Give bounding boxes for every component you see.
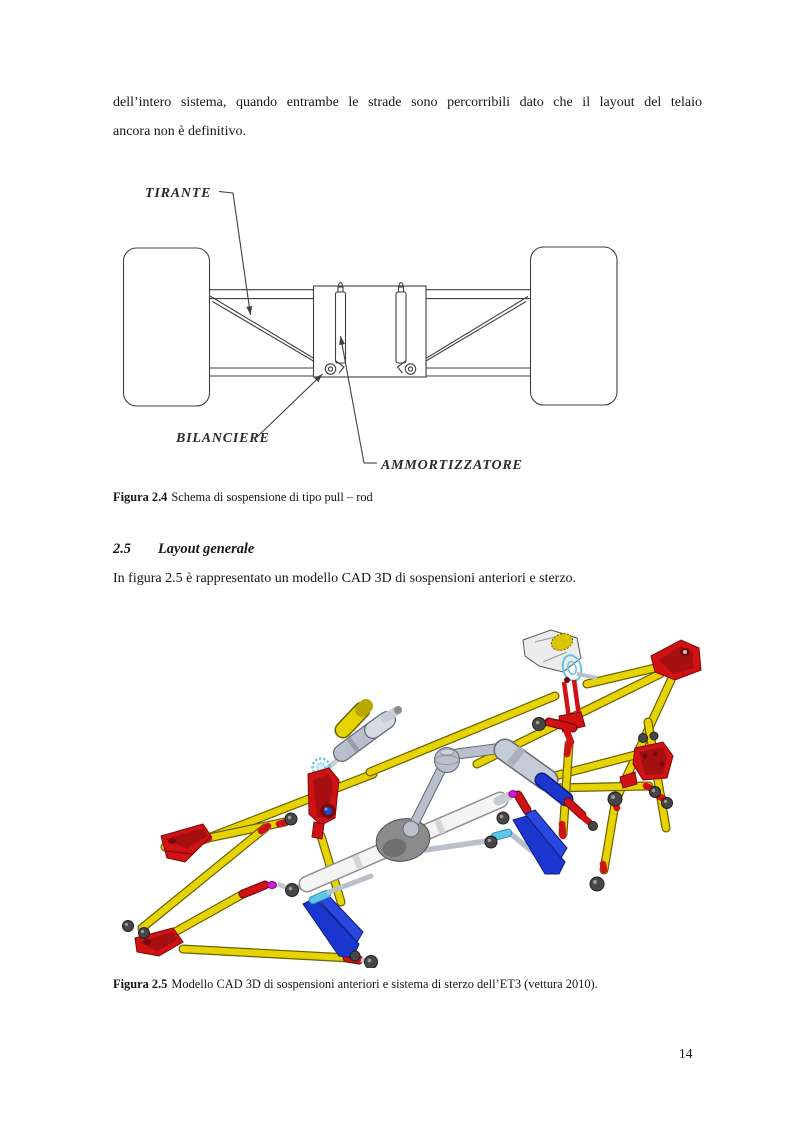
paragraph-figure-ref: In figura 2.5 è rappresentato un modello… (113, 564, 702, 593)
right-apex-brackets (619, 639, 702, 789)
caliper-body (522, 629, 582, 673)
paragraph-intro-line1: dell’intero sistema, quando entrambe le … (113, 95, 702, 110)
tirante-label: TIRANTE (145, 186, 211, 201)
suspension-tubes (137, 663, 676, 963)
steering-column (402, 738, 593, 838)
left-wheel (122, 247, 211, 407)
paragraph-intro-line2: ancora non è definitivo. (113, 124, 246, 139)
right-wheel (529, 246, 618, 406)
ball-joints (122, 717, 673, 968)
figure-2-4-caption-text: Schema di sospensione di tipo pull – rod (171, 490, 373, 504)
paragraph-figure-ref-line: In figura 2.5 è rappresentato un modello… (113, 571, 577, 586)
yellow-gear (550, 633, 574, 651)
tirante-leader-line (218, 190, 253, 316)
figure-2-5-caption-text: Modello CAD 3D di sospensioni anteriori … (171, 977, 598, 991)
paragraph-intro: dell’intero sistema, quando entrambe le … (113, 88, 702, 146)
magenta-rod-end (508, 790, 518, 798)
section-heading: 2.5 Layout generale (113, 541, 254, 558)
figure-2-5-cad-image (122, 629, 702, 968)
magenta-fitting-left (267, 881, 277, 889)
page-number: 14 (679, 1046, 693, 1061)
section-title: Layout generale (158, 541, 255, 557)
blue-brackets (302, 809, 568, 959)
shock-absorbers (334, 282, 407, 364)
chassis-center-box (312, 285, 427, 378)
right-upright-assembly (522, 629, 598, 746)
bilanciere-leader-line (256, 373, 323, 438)
figure-2-5-caption-label: Figura 2.5 (113, 977, 168, 991)
section-number: 2.5 (113, 541, 131, 557)
bell-cranks (324, 360, 417, 375)
figure-2-4-diagram: TIRANTE BILANCIERE AMMORTIZZATORE (122, 186, 618, 473)
shock-and-rocker (307, 699, 402, 840)
chassis-rails (209, 289, 531, 377)
pull-rods (209, 295, 529, 370)
ammortizzatore-label: AMMORTIZZATORE (380, 458, 523, 473)
ammortizzatore-leader-line (339, 335, 377, 464)
bilanciere-label: BILANCIERE (175, 431, 270, 446)
figure-2-4-caption-label: Figura 2.4 (113, 490, 168, 504)
